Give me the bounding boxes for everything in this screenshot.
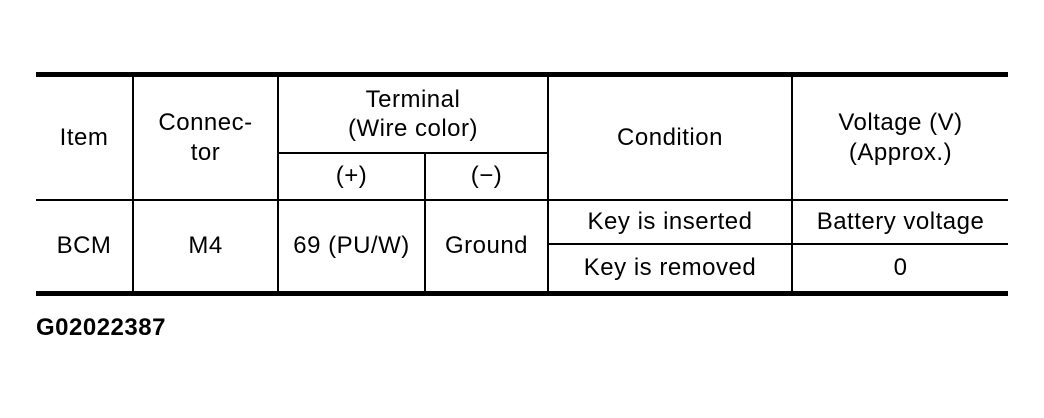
cell-terminal-plus: 69 (PU/W): [278, 199, 426, 294]
voltage-spec-table: Item Connec- tor Terminal (Wire color) C…: [36, 72, 1008, 296]
cell-voltage-2: 0: [893, 254, 908, 282]
header-row-1: Item Connec- tor Terminal (Wire color) C…: [36, 74, 1008, 201]
header-terminal-plus: (+): [278, 152, 426, 201]
header-item: Item: [36, 74, 134, 201]
header-condition: Condition: [548, 74, 793, 201]
table-row: BCM M4 69 (PU/W) Ground Key is inserted …: [36, 199, 1008, 294]
cell-item: BCM: [36, 199, 134, 294]
cell-condition-1: Key is inserted: [548, 199, 793, 245]
header-voltage: Voltage (V) (Approx.): [792, 74, 1008, 201]
header-connector: Connec- tor: [133, 74, 279, 201]
cell-terminal-minus: Ground: [425, 199, 549, 294]
figure-id-caption: G02022387: [36, 314, 166, 341]
header-terminal-minus: (−): [425, 152, 549, 201]
cell-voltage-1: Battery voltage: [792, 199, 1008, 245]
table-row: Key is removed 0: [36, 243, 1008, 294]
header-row-2: (+) (−): [36, 152, 1008, 201]
cell-condition-2: Key is removed: [548, 243, 793, 294]
cell-connector: M4: [133, 199, 279, 294]
header-terminal-group: Terminal (Wire color): [278, 74, 549, 154]
